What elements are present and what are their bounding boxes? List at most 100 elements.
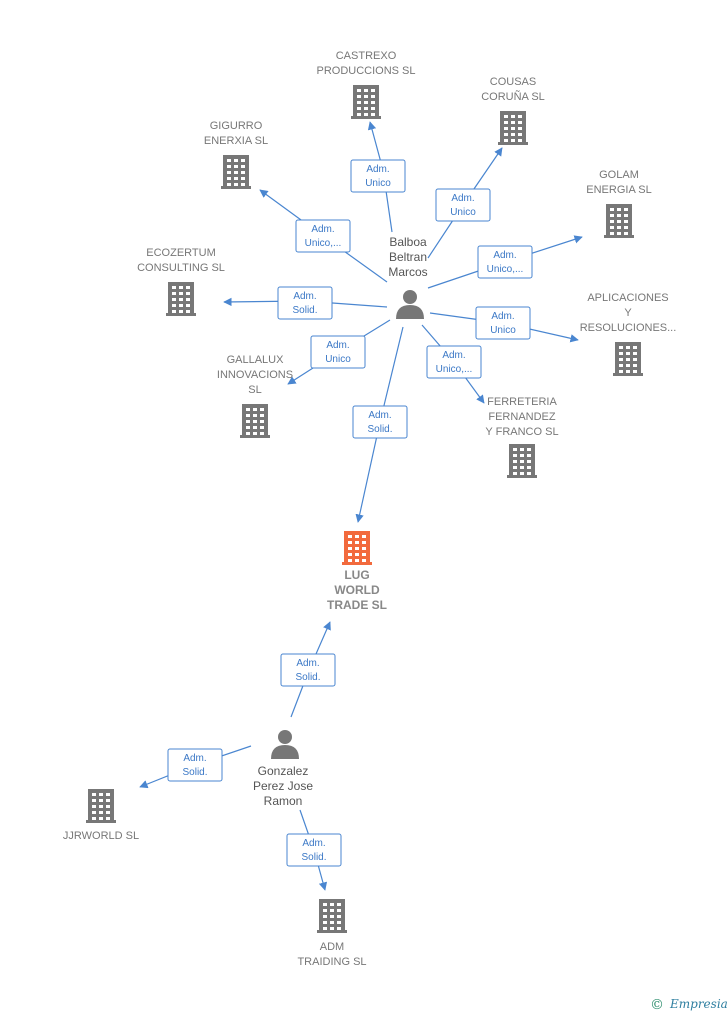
person-label-gonzalez-line: Perez Jose bbox=[253, 779, 313, 793]
company-label-cousas: COUSAS CORUÑA SL bbox=[481, 76, 545, 103]
company-label-castrexo-line: CASTREXO bbox=[336, 50, 397, 62]
edge-role-label[interactable]: Adm. Unico,... bbox=[477, 245, 533, 279]
company-label-cousas-line: CORUÑA SL bbox=[481, 90, 545, 103]
edge-role-label[interactable]: Adm. Unico,... bbox=[426, 345, 482, 379]
building-icon[interactable] bbox=[351, 85, 381, 119]
edge-role-label[interactable]: Adm. Unico,... bbox=[295, 219, 351, 253]
edge-role-box bbox=[280, 653, 336, 687]
company-label-ferreteria-line: FERNANDEZ bbox=[488, 411, 556, 423]
company-label-jjrworld: JJRWORLD SL bbox=[63, 830, 139, 842]
edge-role-label[interactable]: Adm. Unico bbox=[350, 159, 406, 193]
edge-role-label[interactable]: Adm.Solid. bbox=[352, 405, 408, 439]
building-icon[interactable] bbox=[240, 404, 270, 438]
edge-role-text: Solid. bbox=[182, 767, 207, 778]
nodes-layer: CASTREXO PRODUCCIONS SL COUSAS CORUÑA SL GIG… bbox=[63, 50, 676, 968]
building-icon[interactable] bbox=[317, 899, 347, 933]
company-label-gigurro: GIGURRO ENERXIA SL bbox=[204, 120, 268, 147]
edge-role-label[interactable]: Adm.Solid. bbox=[286, 833, 342, 867]
edge-role-box bbox=[477, 245, 533, 279]
edge-role-box bbox=[435, 188, 491, 222]
company-label-castrexo-line: PRODUCCIONS SL bbox=[316, 65, 415, 77]
edge-role-text: Adm. bbox=[296, 658, 319, 669]
edge-role-text: Unico bbox=[365, 178, 391, 189]
building-icon[interactable] bbox=[613, 342, 643, 376]
edge-role-box bbox=[277, 286, 333, 320]
edge-role-text: Adm. bbox=[311, 224, 334, 235]
company-label-lug-line: LUG bbox=[344, 568, 369, 582]
edge-role-text: Solid. bbox=[292, 305, 317, 316]
edge-role-text: Adm. bbox=[293, 291, 316, 302]
company-label-jjrworld-line: JJRWORLD SL bbox=[63, 830, 139, 842]
person-label-gonzalez-line: Gonzalez bbox=[258, 764, 309, 778]
edge-role-text: Solid. bbox=[301, 852, 326, 863]
edge-role-text: Adm. bbox=[326, 340, 349, 351]
company-label-adm-line: TRAIDING SL bbox=[297, 956, 366, 968]
person-icon[interactable] bbox=[271, 730, 299, 759]
edge-role-text: Unico bbox=[490, 325, 516, 336]
edge-role-text: Unico,... bbox=[436, 364, 473, 375]
building-icon[interactable] bbox=[604, 204, 634, 238]
company-label-aplicaciones-line: APLICACIONES bbox=[587, 292, 668, 304]
edge-role-text: Adm. bbox=[451, 193, 474, 204]
company-label-gallalux-line: INNOVACIONS bbox=[217, 369, 293, 381]
edge-role-text: Solid. bbox=[367, 424, 392, 435]
edge-role-label[interactable]: Adm. Solid. bbox=[277, 286, 333, 320]
company-label-castrexo: CASTREXO PRODUCCIONS SL bbox=[316, 50, 415, 77]
building-icon[interactable] bbox=[166, 282, 196, 316]
company-label-golam-line: GOLAM bbox=[599, 169, 639, 181]
edge-role-text: Unico,... bbox=[305, 238, 342, 249]
edge-role-label[interactable]: Adm. Unico bbox=[435, 188, 491, 222]
building-icon[interactable] bbox=[342, 531, 372, 565]
edge-role-label[interactable]: Adm.Solid. bbox=[280, 653, 336, 687]
edge-role-text: Adm. bbox=[491, 311, 514, 322]
company-label-gigurro-line: GIGURRO bbox=[210, 120, 263, 132]
edge-role-box bbox=[350, 159, 406, 193]
company-label-cousas-line: COUSAS bbox=[490, 76, 536, 88]
brand-logo-text: Empresia bbox=[669, 997, 728, 1011]
edge-role-text: Unico bbox=[325, 354, 351, 365]
building-icon[interactable] bbox=[498, 111, 528, 145]
building-icon[interactable] bbox=[507, 444, 537, 478]
edge-role-box bbox=[310, 335, 366, 369]
company-label-lug-line: TRADE SL bbox=[327, 598, 387, 612]
edge-role-label[interactable]: Adm. Unico bbox=[310, 335, 366, 369]
edge-role-label[interactable]: Adm. Solid. bbox=[167, 748, 223, 782]
edge-role-box bbox=[475, 306, 531, 340]
edge-role-label[interactable]: Adm. Unico bbox=[475, 306, 531, 340]
footer: © Empresia bbox=[650, 997, 728, 1013]
company-label-ecozertum-line: CONSULTING SL bbox=[137, 262, 225, 274]
building-icon[interactable] bbox=[86, 789, 116, 823]
copyright-symbol: © bbox=[650, 997, 664, 1013]
company-label-aplicaciones-line: RESOLUCIONES... bbox=[580, 322, 677, 334]
edge-role-text: Unico bbox=[450, 207, 476, 218]
company-label-ferreteria-line: Y FRANCO SL bbox=[485, 426, 558, 438]
company-label-adm: ADM TRAIDING SL bbox=[297, 941, 366, 968]
company-label-golam: GOLAM ENERGIA SL bbox=[586, 169, 651, 196]
edge-role-box bbox=[286, 833, 342, 867]
company-label-aplicaciones-line: Y bbox=[624, 307, 632, 319]
company-label-golam-line: ENERGIA SL bbox=[586, 184, 651, 196]
company-label-adm-line: ADM bbox=[320, 941, 344, 953]
edge-role-text: Adm. bbox=[183, 753, 206, 764]
edge-labels-layer: Adm.UnicoAdm.UnicoAdm.Unico,...Adm.Unico… bbox=[167, 159, 533, 867]
company-label-aplicaciones: APLICACIONES Y RESOLUCIONES... bbox=[580, 292, 677, 334]
company-label-gallalux-line: SL bbox=[248, 384, 261, 396]
building-icon[interactable] bbox=[221, 155, 251, 189]
company-label-gigurro-line: ENERXIA SL bbox=[204, 135, 268, 147]
edge-role-box bbox=[352, 405, 408, 439]
person-icon[interactable] bbox=[396, 290, 424, 319]
person-label-gonzalez-line: Ramon bbox=[264, 794, 303, 808]
company-label-lug-line: WORLD bbox=[334, 583, 380, 597]
edge-role-text: Adm. bbox=[442, 350, 465, 361]
edge-role-text: Adm. bbox=[366, 164, 389, 175]
edge-role-text: Adm. bbox=[493, 250, 516, 261]
edge-role-text: Unico,... bbox=[487, 264, 524, 275]
